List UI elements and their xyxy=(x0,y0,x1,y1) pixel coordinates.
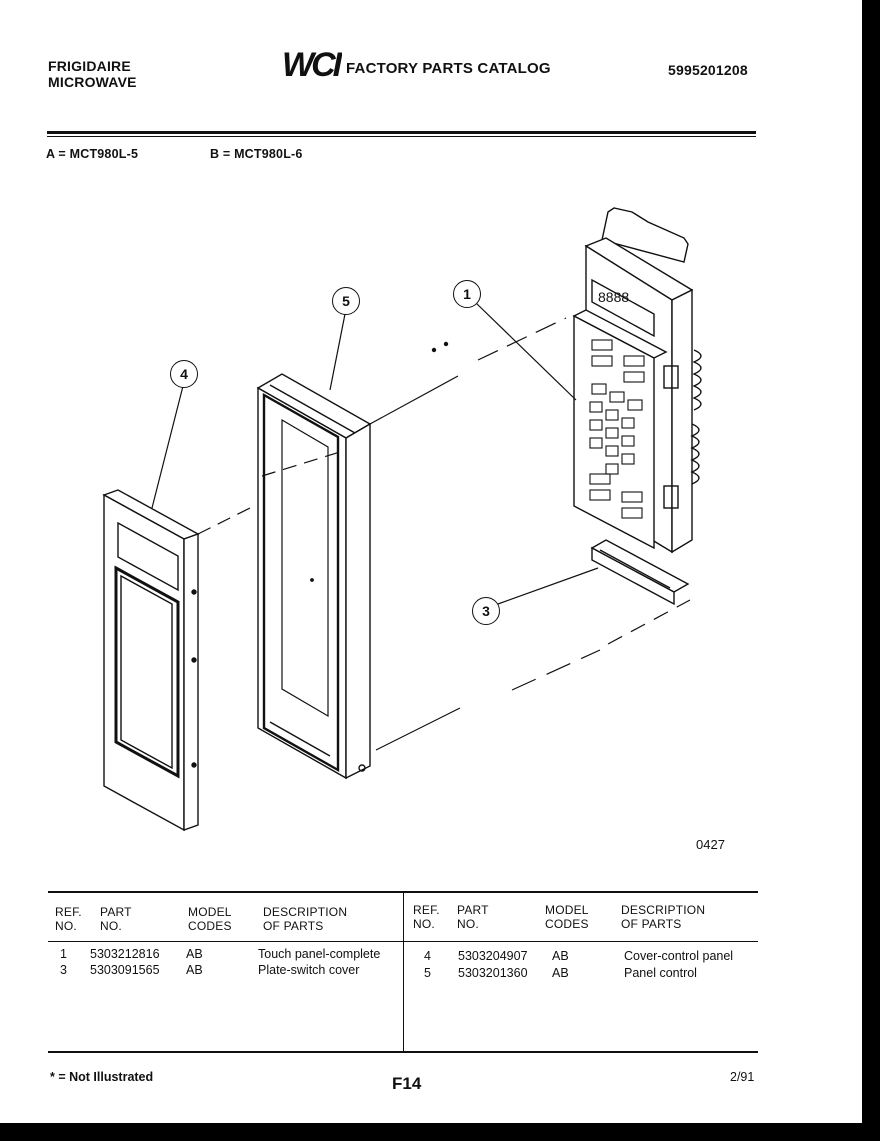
drawing-code: 0427 xyxy=(696,837,725,852)
parts-catalog-page: FRIGIDAIRE MICROWAVE WCI FACTORY PARTS C… xyxy=(0,0,862,1123)
brand-label: FRIGIDAIRE MICROWAVE xyxy=(48,58,137,90)
touch-panel-drawing: 8888 xyxy=(572,207,702,554)
model-b: B = MCT980L-6 xyxy=(210,147,303,161)
table-divider xyxy=(403,893,404,1051)
cover-control-panel-drawing xyxy=(102,489,200,832)
table-bottom-rule xyxy=(48,1051,758,1053)
page-number: F14 xyxy=(392,1074,422,1093)
catalog-title: FACTORY PARTS CATALOG xyxy=(346,60,551,77)
footnote: * = Not Illustrated xyxy=(50,1070,154,1084)
header-ref: REF.NO. xyxy=(55,905,82,933)
exploded-diagram: 8888 xyxy=(102,207,702,832)
header-rule xyxy=(47,131,756,134)
callout-1: 1 xyxy=(453,280,481,308)
panel-control-drawing xyxy=(256,373,372,780)
model-a: A = MCT980L-5 xyxy=(46,147,139,161)
header-rule-thin xyxy=(47,136,756,137)
wci-logo: WCI xyxy=(280,46,347,84)
plate-switch-cover-drawing xyxy=(590,539,690,606)
logo-text: WCI xyxy=(282,46,342,82)
callout-4: 4 xyxy=(170,360,198,388)
catalog-number: 5995201208 xyxy=(668,62,748,78)
table-top-rule xyxy=(48,891,758,893)
svg-text:8888: 8888 xyxy=(598,289,629,305)
revision-date: 2/91 xyxy=(730,1070,755,1084)
header-ref-right: REF.NO. xyxy=(413,903,440,931)
callout-5: 5 xyxy=(332,287,360,315)
callout-3: 3 xyxy=(472,597,500,625)
